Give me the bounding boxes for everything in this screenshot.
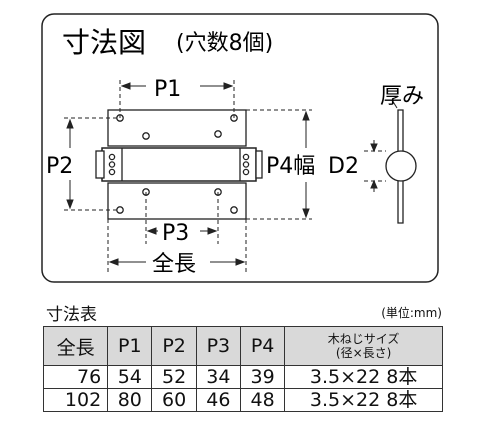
hinge-top-leaf xyxy=(107,109,247,147)
d2-arrow-bottom xyxy=(370,179,378,189)
p1-label-bg xyxy=(150,74,198,100)
header-screw-size: 木ねじサイズ(径×長さ) xyxy=(284,326,443,366)
spec-table-title: 寸法表 xyxy=(46,305,97,325)
table-row: 102 80 60 46 48 3.5×22 8本 xyxy=(42,388,443,412)
total-arrow-right xyxy=(235,258,246,266)
cell-screw-size: 3.5×22 8本 xyxy=(284,388,443,412)
label-p1: P1 xyxy=(154,77,181,102)
p4-arrow-top xyxy=(302,110,310,121)
cell-p2: 60 xyxy=(151,388,197,412)
diagram-labels: P1 P2 P4幅 P3 全長 厚み D2 xyxy=(46,74,424,277)
hinge-bottom-leaf xyxy=(107,182,247,220)
diagram-frame xyxy=(41,13,439,283)
cell-total-length: 102 xyxy=(42,388,109,412)
cell-total-length: 76 xyxy=(42,365,109,389)
label-thickness: 厚み xyxy=(380,84,424,109)
total-label-bg xyxy=(148,250,208,274)
header-p4: P4 xyxy=(239,326,286,366)
cell-p1: 80 xyxy=(107,388,153,412)
header-p1: P1 xyxy=(107,326,153,366)
cell-p2: 52 xyxy=(151,365,197,389)
cell-p4: 48 xyxy=(239,388,286,412)
header-p2: P2 xyxy=(151,326,197,366)
header-screw-size-line1: 木ねじサイズ xyxy=(327,332,400,346)
barrel-dot xyxy=(242,161,250,168)
label-p3: P3 xyxy=(162,221,189,246)
header-p3: P3 xyxy=(195,326,241,366)
p1-arrow-left xyxy=(120,82,131,90)
spec-table: 全長 P1 P2 P3 P4 木ねじサイズ(径×長さ) 76 54 52 34 … xyxy=(42,326,443,412)
label-p2: P2 xyxy=(46,154,73,179)
hinge-barrel xyxy=(101,147,257,182)
side-view xyxy=(364,99,417,224)
total-arrow-left xyxy=(108,258,119,266)
barrel-dot xyxy=(108,153,116,161)
p3-arrow-left xyxy=(146,227,157,235)
barrel-dot xyxy=(108,161,116,168)
d2-arrow-top xyxy=(370,143,378,153)
header-screw-size-line2: (径×長さ) xyxy=(335,346,392,360)
screw-hole xyxy=(214,130,222,138)
p3-label-bg xyxy=(160,220,200,244)
side-view-barrel xyxy=(385,150,417,182)
diagram-title: 寸法図 xyxy=(62,26,146,59)
p4-arrow-bottom xyxy=(302,208,310,219)
p3-arrow-right xyxy=(207,227,218,235)
table-row: 76 54 52 34 39 3.5×22 8本 xyxy=(42,365,443,389)
cell-p3: 46 xyxy=(195,388,241,412)
label-p4-width: P4幅 xyxy=(266,154,315,179)
barrel-dot xyxy=(242,153,250,161)
barrel-dot xyxy=(108,168,116,176)
screw-hole xyxy=(230,114,238,122)
barrel-right-cap xyxy=(255,150,263,179)
dimension-diagram: 寸法図 (穴数8個) xyxy=(41,13,439,283)
cell-screw-size: 3.5×22 8本 xyxy=(284,365,443,389)
label-total-length: 全長 xyxy=(152,252,196,277)
p2-arrow-bottom xyxy=(66,199,74,210)
barrel-left-cap xyxy=(95,150,105,179)
hinge-drawing xyxy=(95,109,263,220)
p1-arrow-right xyxy=(223,82,234,90)
cell-p4: 39 xyxy=(239,365,286,389)
dimension-lines xyxy=(64,80,312,272)
barrel-dot xyxy=(242,168,250,176)
header-total-length: 全長 xyxy=(42,326,109,366)
diagram-subtitle: (穴数8個) xyxy=(176,31,273,56)
screw-hole xyxy=(230,206,238,214)
spec-unit: (単位:mm) xyxy=(381,306,442,320)
thickness-leader xyxy=(391,99,398,109)
spec-header-row: 全長 P1 P2 P3 P4 木ねじサイズ(径×長さ) xyxy=(42,326,443,366)
label-d2: D2 xyxy=(328,154,359,179)
cell-p3: 34 xyxy=(195,365,241,389)
p2-arrow-top xyxy=(66,118,74,129)
cell-p1: 54 xyxy=(107,365,153,389)
screw-hole xyxy=(142,132,150,140)
